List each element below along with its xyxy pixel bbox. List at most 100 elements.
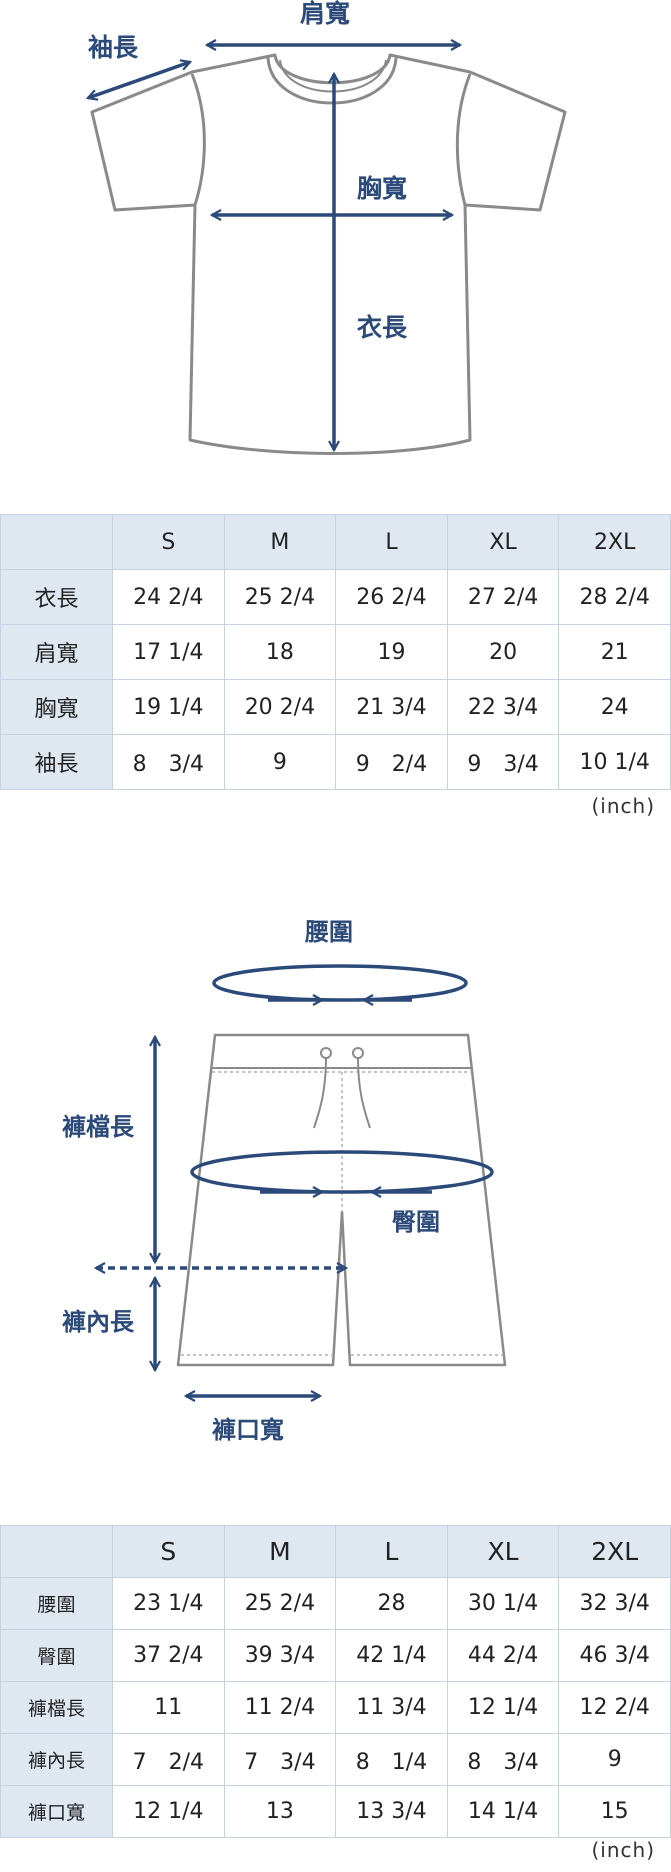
pants-cell: 7 2/4 [112,1733,225,1786]
shirt-cell: 25 2/4 [223,569,337,625]
shirt-cell: 17 1/4 [112,624,225,680]
shirt-outline [90,53,567,455]
hem-label: 褲口寬 [212,1416,284,1444]
shirt-size-l: L [335,514,448,570]
shirt-cell: 21 [558,624,671,680]
pants-cell: 44 2/4 [446,1629,560,1682]
shirt-cell: 21 3/4 [335,679,448,735]
shirt-row-label: 袖長 [0,734,113,790]
shirt-cell: 28 2/4 [558,569,671,625]
shirt-cell: 9 3/4 [446,734,560,790]
shirt-unit-note: (inch) [591,794,655,818]
pants-cell: 11 [112,1681,225,1734]
chest-label: 胸寬 [357,174,407,203]
pants-cell: 28 [335,1577,448,1630]
pants-cell: 15 [558,1785,671,1838]
waist-ellipse [212,964,468,1002]
pants-cell: 32 3/4 [558,1577,671,1630]
shirt-row-label: 衣長 [0,569,113,625]
pants-row-hem: 褲口寬 12 1/4 13 13 3/4 14 1/4 15 [0,1785,671,1838]
pants-size-l: L [335,1525,448,1578]
hip-label: 臀圍 [392,1208,440,1236]
shirt-cell: 24 2/4 [112,569,225,625]
shirt-cell: 18 [223,624,337,680]
shirt-diagram: 肩寬 袖長 胸寬 衣長 [0,0,671,480]
shirt-size-table: S M L XL 2XL 衣長 24 2/4 25 2/4 26 2/4 27 … [0,514,671,790]
drawstring-left [313,1057,327,1129]
pants-row-waist: 腰圍 23 1/4 25 2/4 28 30 1/4 32 3/4 [0,1577,671,1630]
shirt-row-shoulder: 肩寬 17 1/4 18 19 20 21 [0,624,671,680]
pants-cell: 13 3/4 [335,1785,448,1838]
shirt-size-2xl: 2XL [558,514,671,570]
pants-size-s: S [112,1525,225,1578]
pants-row-label: 腰圍 [0,1577,113,1630]
shirt-cell: 26 2/4 [335,569,448,625]
pants-header-corner [0,1525,113,1578]
sleeve-label: 袖長 [88,33,139,62]
pants-cell: 11 2/4 [223,1681,337,1734]
shirt-header-row: S M L XL 2XL [0,514,671,570]
shirt-cell: 9 [223,734,337,790]
pants-unit-note: (inch) [591,1838,655,1862]
pants-cell: 7 3/4 [223,1733,337,1786]
pants-cell: 39 3/4 [223,1629,337,1682]
shirt-size-s: S [112,514,225,570]
sleeve-arrow [88,62,190,98]
shoulder-label: 肩寬 [300,0,350,28]
drawstring-hole-right [352,1047,364,1059]
drawstring-right [357,1057,371,1129]
shirt-cell: 10 1/4 [558,734,671,790]
rise-label: 褲檔長 [62,1113,135,1141]
shirt-row-length: 衣長 24 2/4 25 2/4 26 2/4 27 2/4 28 2/4 [0,569,671,625]
pants-diagram: 腰圍 褲檔長 臀圍 褲內長 褲口寬 [0,900,671,1460]
pants-cell: 37 2/4 [112,1629,225,1682]
pants-cell: 9 [558,1733,671,1786]
pants-row-label: 褲內長 [0,1733,113,1786]
shirt-header-corner [0,514,113,570]
pants-cell: 42 1/4 [335,1629,448,1682]
shirt-diagram-svg: 肩寬 袖長 胸寬 衣長 [0,0,567,455]
pants-row-hip: 臀圍 37 2/4 39 3/4 42 1/4 44 2/4 46 3/4 [0,1629,671,1682]
pants-cell: 8 1/4 [335,1733,448,1786]
shirt-cell: 9 2/4 [335,734,448,790]
pants-row-rise: 褲檔長 11 11 2/4 11 3/4 12 1/4 12 2/4 [0,1681,671,1734]
inseam-label: 褲內長 [62,1308,135,1336]
pants-cell: 25 2/4 [223,1577,337,1630]
pants-cell: 12 1/4 [446,1681,560,1734]
shirt-row-label: 肩寬 [0,624,113,680]
shirt-cell: 19 1/4 [112,679,225,735]
shirt-cell: 19 [335,624,448,680]
pants-header-row: S M L XL 2XL [0,1525,671,1578]
shirt-armhole-left [190,73,206,206]
shirt-cell: 24 [558,679,671,735]
pants-size-table: S M L XL 2XL 腰圍 23 1/4 25 2/4 28 30 1/4 … [0,1525,671,1838]
pants-cell: 30 1/4 [446,1577,560,1630]
hip-ellipse [190,1150,494,1194]
pants-row-label: 褲口寬 [0,1785,113,1838]
waist-label: 腰圍 [304,918,353,946]
shirt-row-sleeve: 袖長 8 3/4 9 9 2/4 9 3/4 10 1/4 [0,734,671,790]
pants-row-inseam: 褲內長 7 2/4 7 3/4 8 1/4 8 3/4 9 [0,1733,671,1786]
shirt-cell: 27 2/4 [446,569,560,625]
pants-size-xl: XL [446,1525,560,1578]
pants-cell: 12 1/4 [112,1785,225,1838]
pants-cell: 11 3/4 [335,1681,448,1734]
shirt-size-xl: XL [446,514,560,570]
shirt-cell: 22 3/4 [446,679,560,735]
pants-diagram-svg: 腰圍 褲檔長 臀圍 褲內長 褲口寬 [62,918,507,1444]
shirt-cell: 20 2/4 [223,679,337,735]
pants-cell: 23 1/4 [112,1577,225,1630]
pants-cell: 12 2/4 [558,1681,671,1734]
pants-cell: 46 3/4 [558,1629,671,1682]
length-label: 衣長 [357,313,408,342]
pants-cell: 14 1/4 [446,1785,560,1838]
shirt-cell: 8 3/4 [112,734,225,790]
pants-size-2xl: 2XL [558,1525,671,1578]
pants-cell: 13 [223,1785,337,1838]
shirt-cell: 20 [446,624,560,680]
pants-cell: 8 3/4 [446,1733,560,1786]
drawstring-hole-left [320,1047,332,1059]
pants-row-label: 臀圍 [0,1629,113,1682]
pants-row-label: 褲檔長 [0,1681,113,1734]
shirt-armhole-right [455,73,472,206]
